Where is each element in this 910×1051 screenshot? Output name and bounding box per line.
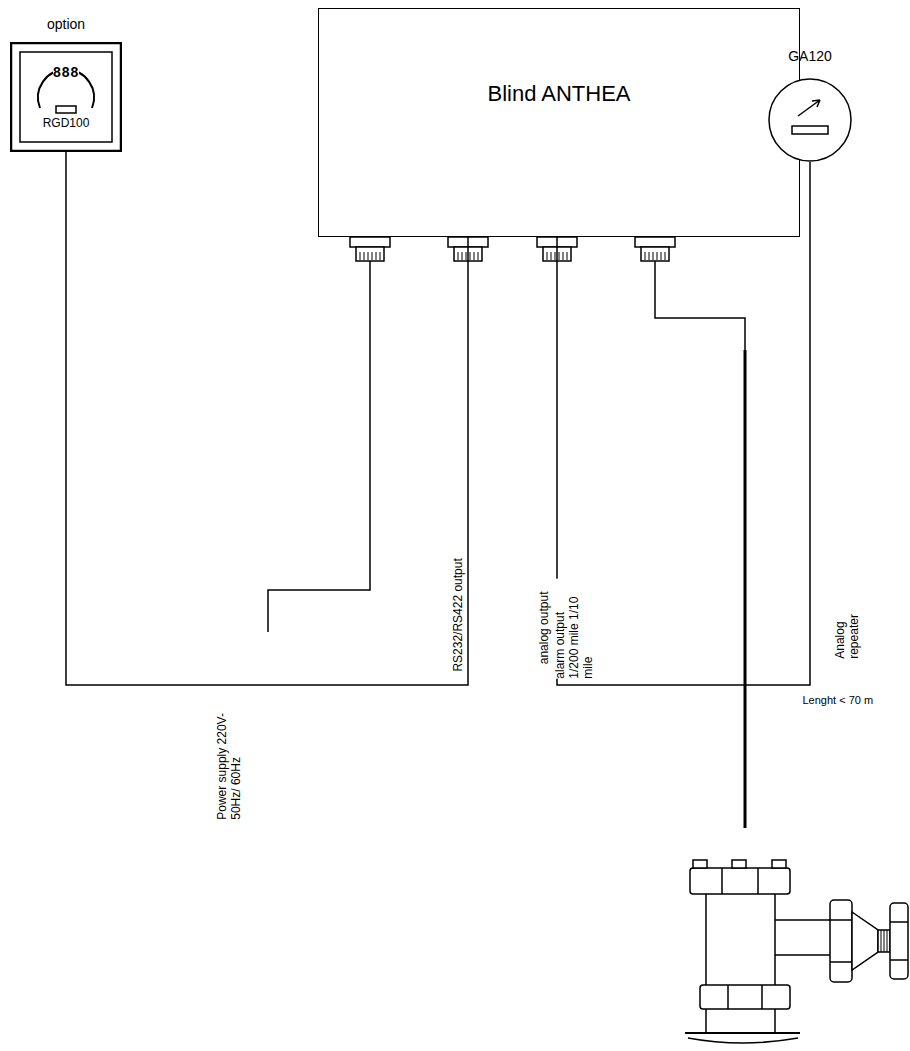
power-wire — [268, 261, 370, 632]
device-label: RGD100 — [43, 116, 90, 130]
connector-nubs — [350, 237, 675, 261]
device-name: Blind ANTHEA — [319, 81, 799, 107]
sensor-cable-thick — [744, 350, 747, 828]
option-heading: option — [47, 16, 85, 32]
length-note: Lenght < 70 m — [803, 694, 874, 706]
gauge-circle: GA120 — [768, 78, 852, 162]
signal-label: alarm output 1/200 mile 1/10 mile — [554, 578, 595, 678]
display-digits: 888 — [53, 64, 79, 80]
signal-label: RS232/RS422 output — [451, 558, 465, 671]
signal-label: analog output — [538, 592, 552, 665]
gauge-heading: GA120 — [788, 48, 832, 64]
signal-label: Analog repeater — [834, 597, 862, 659]
power-label: Power supply 220V-50Hz/ 60Hz — [216, 700, 244, 820]
display-outline — [10, 42, 122, 152]
display-box: optionRGD100 — [10, 42, 122, 152]
sensor-cable — [655, 261, 745, 350]
gauge-outline — [768, 78, 852, 162]
pressure-sensor — [685, 860, 908, 1043]
device-box: Blind ANTHEA — [318, 8, 800, 237]
